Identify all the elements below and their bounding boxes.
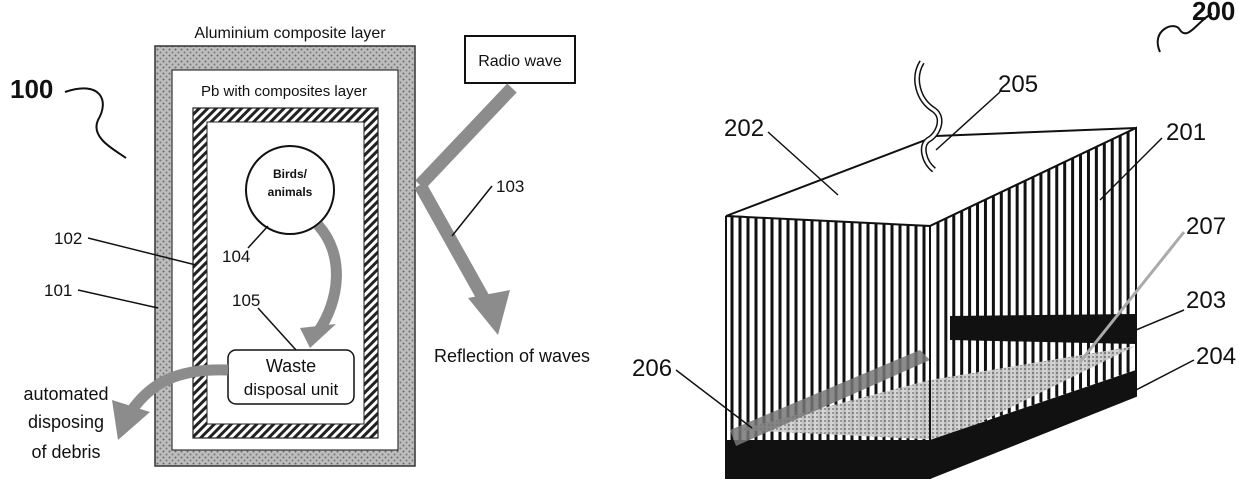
birds-circle: [245, 145, 335, 235]
ref-201: 201: [1166, 119, 1206, 146]
figure-number-200: 200: [1192, 0, 1235, 26]
ref-204: 204: [1196, 343, 1236, 370]
radio-wave-box: [464, 35, 576, 84]
ref-104: 104: [222, 247, 250, 266]
birds-label-2: animals: [268, 185, 313, 199]
debris-arrow: [127, 364, 229, 414]
disposing-label-3: of debris: [31, 442, 100, 462]
cage-base-side: [930, 370, 1136, 478]
waste-label-1: Waste: [266, 356, 316, 376]
ref-103: 103: [496, 177, 524, 196]
ref-102: 102: [54, 229, 82, 248]
ref-207: 207: [1186, 213, 1226, 240]
pb-layer-label: Pb with composites layer: [201, 83, 367, 100]
cage-side-strip: [730, 350, 930, 446]
ref-203: 203: [1186, 287, 1226, 314]
waste-label-2: disposal unit: [244, 380, 339, 399]
ref-105: 105: [232, 291, 260, 310]
figure-200-squiggle: [1156, 13, 1213, 53]
birds-label-1: Birds/: [273, 167, 308, 181]
figure-100-squiggle: [64, 87, 127, 159]
waste-disposal-box: [227, 349, 355, 405]
figure-100: Aluminium composite layer Pb with compos…: [10, 25, 590, 467]
ref-101: 101: [44, 281, 72, 300]
cage-base-front: [726, 440, 930, 478]
cage-tray-bar: [950, 314, 1136, 344]
reflected-wave-arrow: [414, 181, 496, 314]
ref-206: 206: [632, 355, 672, 382]
disposing-label-1: automated: [23, 384, 108, 404]
disposing-label-2: disposing: [28, 412, 104, 432]
figure-200: 200 202 205 201: [632, 0, 1236, 479]
ref-205: 205: [998, 71, 1038, 98]
birds-to-waste-arrow: [313, 221, 342, 336]
figure-number-100: 100: [10, 74, 53, 104]
cage-mesh-floor: [738, 346, 1136, 440]
ref-202: 202: [724, 115, 764, 142]
aluminium-layer-label: Aluminium composite layer: [194, 25, 386, 42]
incoming-wave-arrow: [415, 83, 517, 190]
reflection-label: Reflection of waves: [434, 346, 590, 366]
radio-wave-label: Radio wave: [478, 53, 562, 70]
cage-front-bars: [726, 216, 930, 478]
